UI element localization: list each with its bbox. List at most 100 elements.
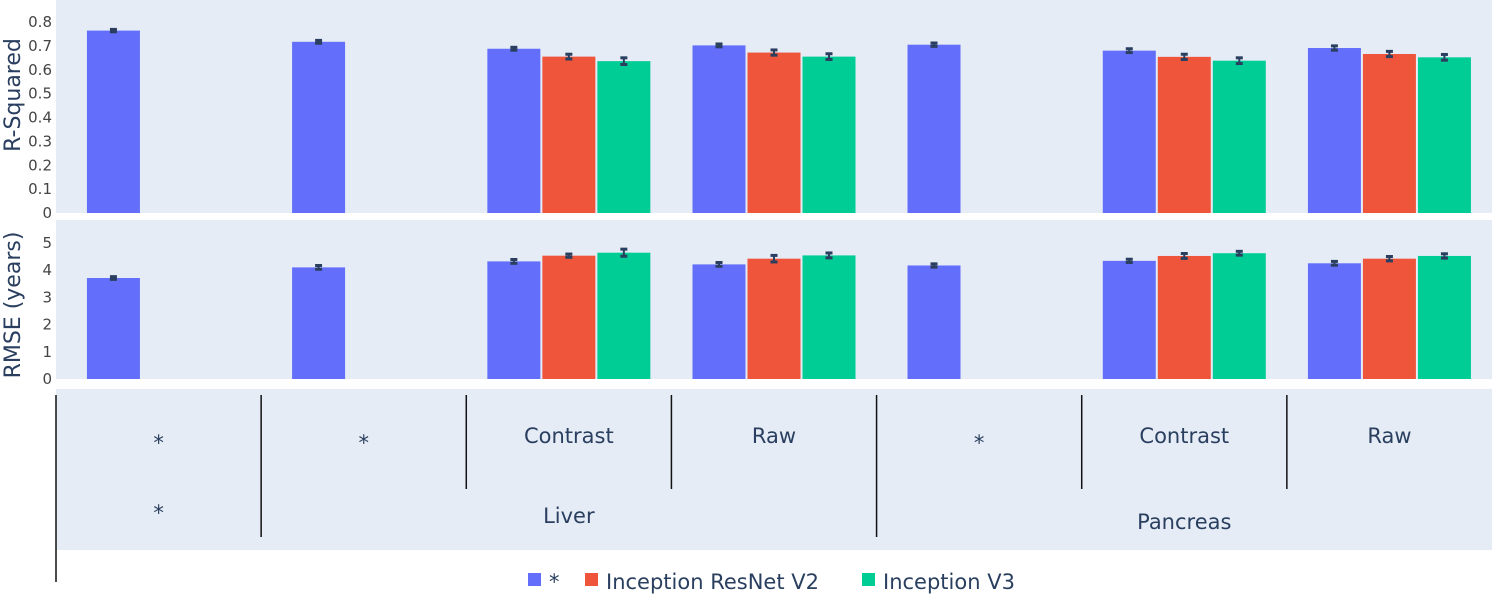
y-tick-label: 0.4 xyxy=(28,109,52,127)
error-bar xyxy=(1180,252,1188,260)
bar xyxy=(1102,50,1156,214)
y-axis-title: R-Squared xyxy=(1,38,26,152)
category-label: Contrast xyxy=(524,424,614,448)
y-tick-label: 0.1 xyxy=(28,180,52,198)
error-bar xyxy=(1125,47,1133,55)
bar xyxy=(597,61,651,213)
category-label: * xyxy=(358,431,369,455)
bar xyxy=(86,278,140,379)
error-bar xyxy=(715,260,723,268)
legend-item[interactable]: Inception V3 xyxy=(862,570,1015,594)
bar xyxy=(1362,258,1416,379)
error-bar xyxy=(620,56,628,66)
error-bar xyxy=(315,263,323,271)
error-bar xyxy=(565,52,573,61)
y-axes: 0 0.1 0.2 0.3 0.4 0.5 0.6 0.7 0.8R-Squared 0 1 2 3 4 5… xyxy=(1,13,52,388)
error-bar xyxy=(315,38,323,45)
bar xyxy=(1307,48,1361,214)
group-label: Pancreas xyxy=(1137,510,1231,534)
legend-swatch xyxy=(862,573,875,586)
bar xyxy=(487,261,541,379)
y-tick-label: 2 xyxy=(42,316,52,334)
y-tick-label: 0.7 xyxy=(28,37,52,55)
category-label: * xyxy=(974,431,985,455)
y-tick-label: 0 xyxy=(42,204,52,222)
error-bar xyxy=(1235,249,1243,257)
error-bar xyxy=(1385,49,1393,59)
error-bar xyxy=(770,253,778,264)
error-bar xyxy=(1440,52,1448,62)
bar xyxy=(907,44,961,214)
y-tick-label: 0.6 xyxy=(28,61,52,79)
bar xyxy=(1157,255,1211,379)
bar xyxy=(292,267,346,379)
category-label: Raw xyxy=(752,424,796,448)
error-bar xyxy=(565,252,573,259)
error-bar xyxy=(930,41,938,48)
error-bars-layer xyxy=(109,27,1448,281)
y-tick-label: 4 xyxy=(42,261,52,279)
error-bar xyxy=(1330,44,1338,52)
category-label: Contrast xyxy=(1139,424,1229,448)
bar xyxy=(692,264,746,379)
bar xyxy=(1362,53,1416,214)
error-bar xyxy=(510,45,518,52)
error-bar xyxy=(930,262,938,269)
y-tick-label: 1 xyxy=(42,343,52,361)
bars-layer xyxy=(86,30,1471,379)
bar xyxy=(1212,60,1266,213)
error-bar xyxy=(1125,257,1133,264)
error-bar xyxy=(770,48,778,57)
y-axis-title: RMSE (years) xyxy=(1,232,26,379)
y-tick-label: 0.3 xyxy=(28,132,52,150)
y-tick-label: 0.5 xyxy=(28,85,52,103)
y-tick-label: 0.2 xyxy=(28,156,52,174)
bar xyxy=(597,252,651,379)
error-bar xyxy=(620,247,628,258)
legend-swatch xyxy=(585,573,598,586)
category-label: * xyxy=(153,431,164,455)
bar xyxy=(747,258,801,379)
group-label: Liver xyxy=(543,504,595,528)
bar xyxy=(802,255,856,379)
legend-swatch xyxy=(528,573,541,586)
error-bar xyxy=(1440,252,1448,260)
error-bar xyxy=(1330,259,1338,267)
category-axis-background xyxy=(56,389,1492,550)
bar xyxy=(292,41,346,213)
y-tick-label: 3 xyxy=(42,288,52,306)
bar xyxy=(1417,57,1471,214)
legend-item[interactable]: * xyxy=(528,570,560,594)
error-bar xyxy=(109,27,117,34)
error-bar xyxy=(825,52,833,61)
y-tick-label: 0.8 xyxy=(28,13,52,31)
y-tick-label: 5 xyxy=(42,234,52,252)
legend: * Inception ResNet V2 Inception V3 xyxy=(528,570,1015,594)
bar xyxy=(1212,253,1266,379)
error-bar xyxy=(1385,255,1393,263)
error-bar xyxy=(825,251,833,260)
category-label: Raw xyxy=(1367,424,1411,448)
bar xyxy=(86,30,140,213)
bar xyxy=(542,56,596,214)
error-bar xyxy=(1180,52,1188,61)
group-label: * xyxy=(153,501,164,525)
bar xyxy=(802,56,856,214)
bar xyxy=(1102,260,1156,379)
bar xyxy=(747,52,801,214)
legend-label: * xyxy=(549,570,560,594)
error-bar xyxy=(715,42,723,49)
error-bar xyxy=(109,275,117,281)
bar xyxy=(487,48,541,213)
category-axis: * * Contrast Raw * Contrast Raw * Liver Pancreas xyxy=(55,395,1412,582)
legend-label: Inception ResNet V2 xyxy=(606,570,819,594)
bar xyxy=(907,265,961,379)
legend-item[interactable]: Inception ResNet V2 xyxy=(585,570,819,594)
bar xyxy=(692,45,746,214)
error-bar xyxy=(1235,56,1243,66)
legend-label: Inception V3 xyxy=(883,570,1015,594)
error-bar xyxy=(510,257,518,265)
y-tick-label: 0 xyxy=(42,370,52,388)
bar xyxy=(1417,255,1471,379)
